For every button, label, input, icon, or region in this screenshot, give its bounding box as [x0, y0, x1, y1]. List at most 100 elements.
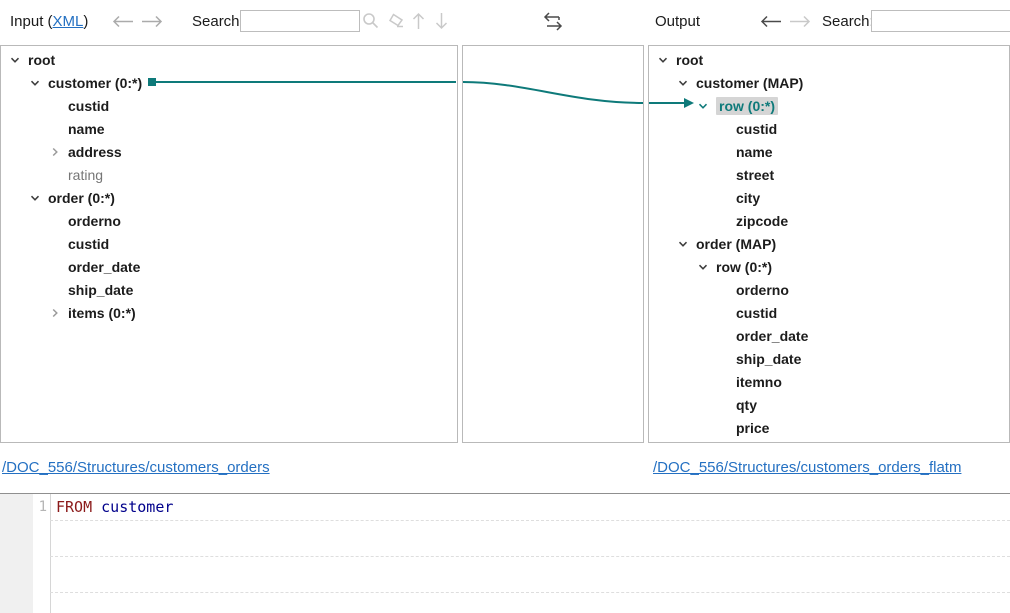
- tree-item-label: orderno: [736, 281, 789, 298]
- tree-item-ship-date[interactable]: ship_date: [649, 347, 1009, 370]
- tree-item-items-0[interactable]: items (0:*): [1, 301, 457, 324]
- editor-gutter-separator: [50, 494, 51, 613]
- up-arrow-icon: [412, 12, 425, 33]
- tree-item-itemno[interactable]: itemno: [649, 370, 1009, 393]
- tree-item-label: root: [28, 51, 56, 68]
- tree-item-label: row (0:*): [716, 96, 778, 115]
- chevron-down-icon[interactable]: [29, 192, 48, 204]
- tree-item-root[interactable]: root: [649, 48, 1009, 71]
- tree-item-order-map[interactable]: order (MAP): [649, 232, 1009, 255]
- tree-item-price[interactable]: price: [649, 416, 1009, 439]
- tree-item-order-date[interactable]: order_date: [1, 255, 457, 278]
- tree-item-label: row (0:*): [716, 258, 772, 275]
- input-structure-path-link[interactable]: /DOC_556/Structures/customers_orders: [2, 459, 270, 476]
- tree-item-custid[interactable]: custid: [1, 94, 457, 117]
- tree-item-row-0[interactable]: row (0:*): [649, 94, 1009, 117]
- switch-input-output-button[interactable]: [539, 11, 565, 36]
- tree-item-custid[interactable]: custid: [1, 232, 457, 255]
- tree-item-qty[interactable]: qty: [649, 393, 1009, 416]
- tree-item-label: rating: [68, 166, 104, 183]
- tree-item-label: name: [736, 143, 773, 160]
- editor-ruled-line: [50, 556, 1010, 557]
- editor-divider: [0, 493, 1010, 494]
- output-tree: root customer (MAP) row (0:*) custid name str…: [649, 46, 1009, 439]
- chevron-down-icon[interactable]: [697, 261, 716, 273]
- tree-item-root[interactable]: root: [1, 48, 457, 71]
- chevron-down-icon[interactable]: [677, 238, 696, 250]
- tree-item-custid[interactable]: custid: [649, 117, 1009, 140]
- tree-item-row-0[interactable]: row (0:*): [649, 255, 1009, 278]
- input-panel-title: Input (XML): [10, 13, 88, 30]
- left-arrow-icon: [112, 15, 134, 31]
- tree-item-label: ship_date: [736, 350, 802, 367]
- input-clear-search-button[interactable]: [387, 12, 405, 32]
- input-tree-panel: root customer (0:*) custid name address ratin…: [0, 45, 458, 443]
- input-search-label: Search:: [192, 13, 244, 30]
- tree-item-order-0[interactable]: order (0:*): [1, 186, 457, 209]
- input-previous-match-button[interactable]: [412, 12, 425, 33]
- tree-item-rating[interactable]: rating: [1, 163, 457, 186]
- tree-item-label: custid: [736, 120, 778, 137]
- code-token-plain: [92, 498, 101, 516]
- tree-item-label: customer (MAP): [696, 74, 804, 91]
- tree-item-city[interactable]: city: [649, 186, 1009, 209]
- tree-item-customer-map[interactable]: customer (MAP): [649, 71, 1009, 94]
- output-forward-button[interactable]: [789, 15, 811, 31]
- tree-item-label: order_date: [736, 327, 809, 344]
- output-structure-path-link[interactable]: /DOC_556/Structures/customers_orders_fla…: [653, 459, 962, 476]
- swap-arrows-icon: [539, 11, 565, 36]
- tree-item-label: custid: [68, 97, 110, 114]
- tree-item-label: city: [736, 189, 761, 206]
- tree-item-label: address: [68, 143, 122, 160]
- chevron-right-icon[interactable]: [49, 307, 68, 319]
- tree-item-label: price: [736, 419, 770, 436]
- output-search-input[interactable]: [871, 10, 1010, 32]
- tree-item-orderno[interactable]: orderno: [649, 278, 1009, 301]
- expression-editor[interactable]: 1 FROM customer: [0, 494, 1010, 613]
- editor-gutter: [0, 494, 33, 613]
- output-back-button[interactable]: [760, 15, 782, 31]
- output-tree-panel: root customer (MAP) row (0:*) custid name str…: [648, 45, 1010, 443]
- chevron-down-icon[interactable]: [677, 77, 696, 89]
- left-arrow-icon: [760, 15, 782, 31]
- right-arrow-icon: [141, 15, 163, 31]
- chevron-down-icon[interactable]: [697, 100, 716, 112]
- tree-item-label: itemno: [736, 373, 782, 390]
- tree-item-name[interactable]: name: [649, 140, 1009, 163]
- transform-connections-panel[interactable]: [462, 45, 644, 443]
- tree-item-address[interactable]: address: [1, 140, 457, 163]
- input-next-match-button[interactable]: [435, 12, 448, 33]
- tree-item-label: root: [676, 51, 704, 68]
- tree-item-label: street: [736, 166, 775, 183]
- right-arrow-icon: [789, 15, 811, 31]
- chevron-down-icon[interactable]: [9, 54, 28, 66]
- tree-item-name[interactable]: name: [1, 117, 457, 140]
- line-number: 1: [38, 499, 47, 515]
- code-token-identifier: customer: [101, 498, 174, 516]
- tree-item-customer-0[interactable]: customer (0:*): [1, 71, 457, 94]
- tree-item-label: orderno: [68, 212, 121, 229]
- xml-format-link[interactable]: XML: [52, 13, 84, 30]
- code-line[interactable]: FROM customer: [56, 498, 173, 516]
- input-find-button[interactable]: [362, 12, 379, 32]
- tree-item-label: name: [68, 120, 105, 137]
- tree-item-label: order (0:*): [48, 189, 115, 206]
- tree-item-order-date[interactable]: order_date: [649, 324, 1009, 347]
- output-search-label: Search:: [822, 13, 874, 30]
- tree-item-label: order_date: [68, 258, 141, 275]
- chevron-down-icon[interactable]: [657, 54, 676, 66]
- input-search-input[interactable]: [240, 10, 360, 32]
- tree-item-custid[interactable]: custid: [649, 301, 1009, 324]
- tree-item-zipcode[interactable]: zipcode: [649, 209, 1009, 232]
- input-forward-button[interactable]: [141, 15, 163, 31]
- tree-item-orderno[interactable]: orderno: [1, 209, 457, 232]
- input-tree: root customer (0:*) custid name address ratin…: [1, 46, 457, 324]
- input-back-button[interactable]: [112, 15, 134, 31]
- tree-item-ship-date[interactable]: ship_date: [1, 278, 457, 301]
- tree-item-street[interactable]: street: [649, 163, 1009, 186]
- tree-item-label: custid: [68, 235, 110, 252]
- chevron-down-icon[interactable]: [29, 77, 48, 89]
- chevron-right-icon[interactable]: [49, 146, 68, 158]
- output-panel-title: Output: [655, 13, 701, 30]
